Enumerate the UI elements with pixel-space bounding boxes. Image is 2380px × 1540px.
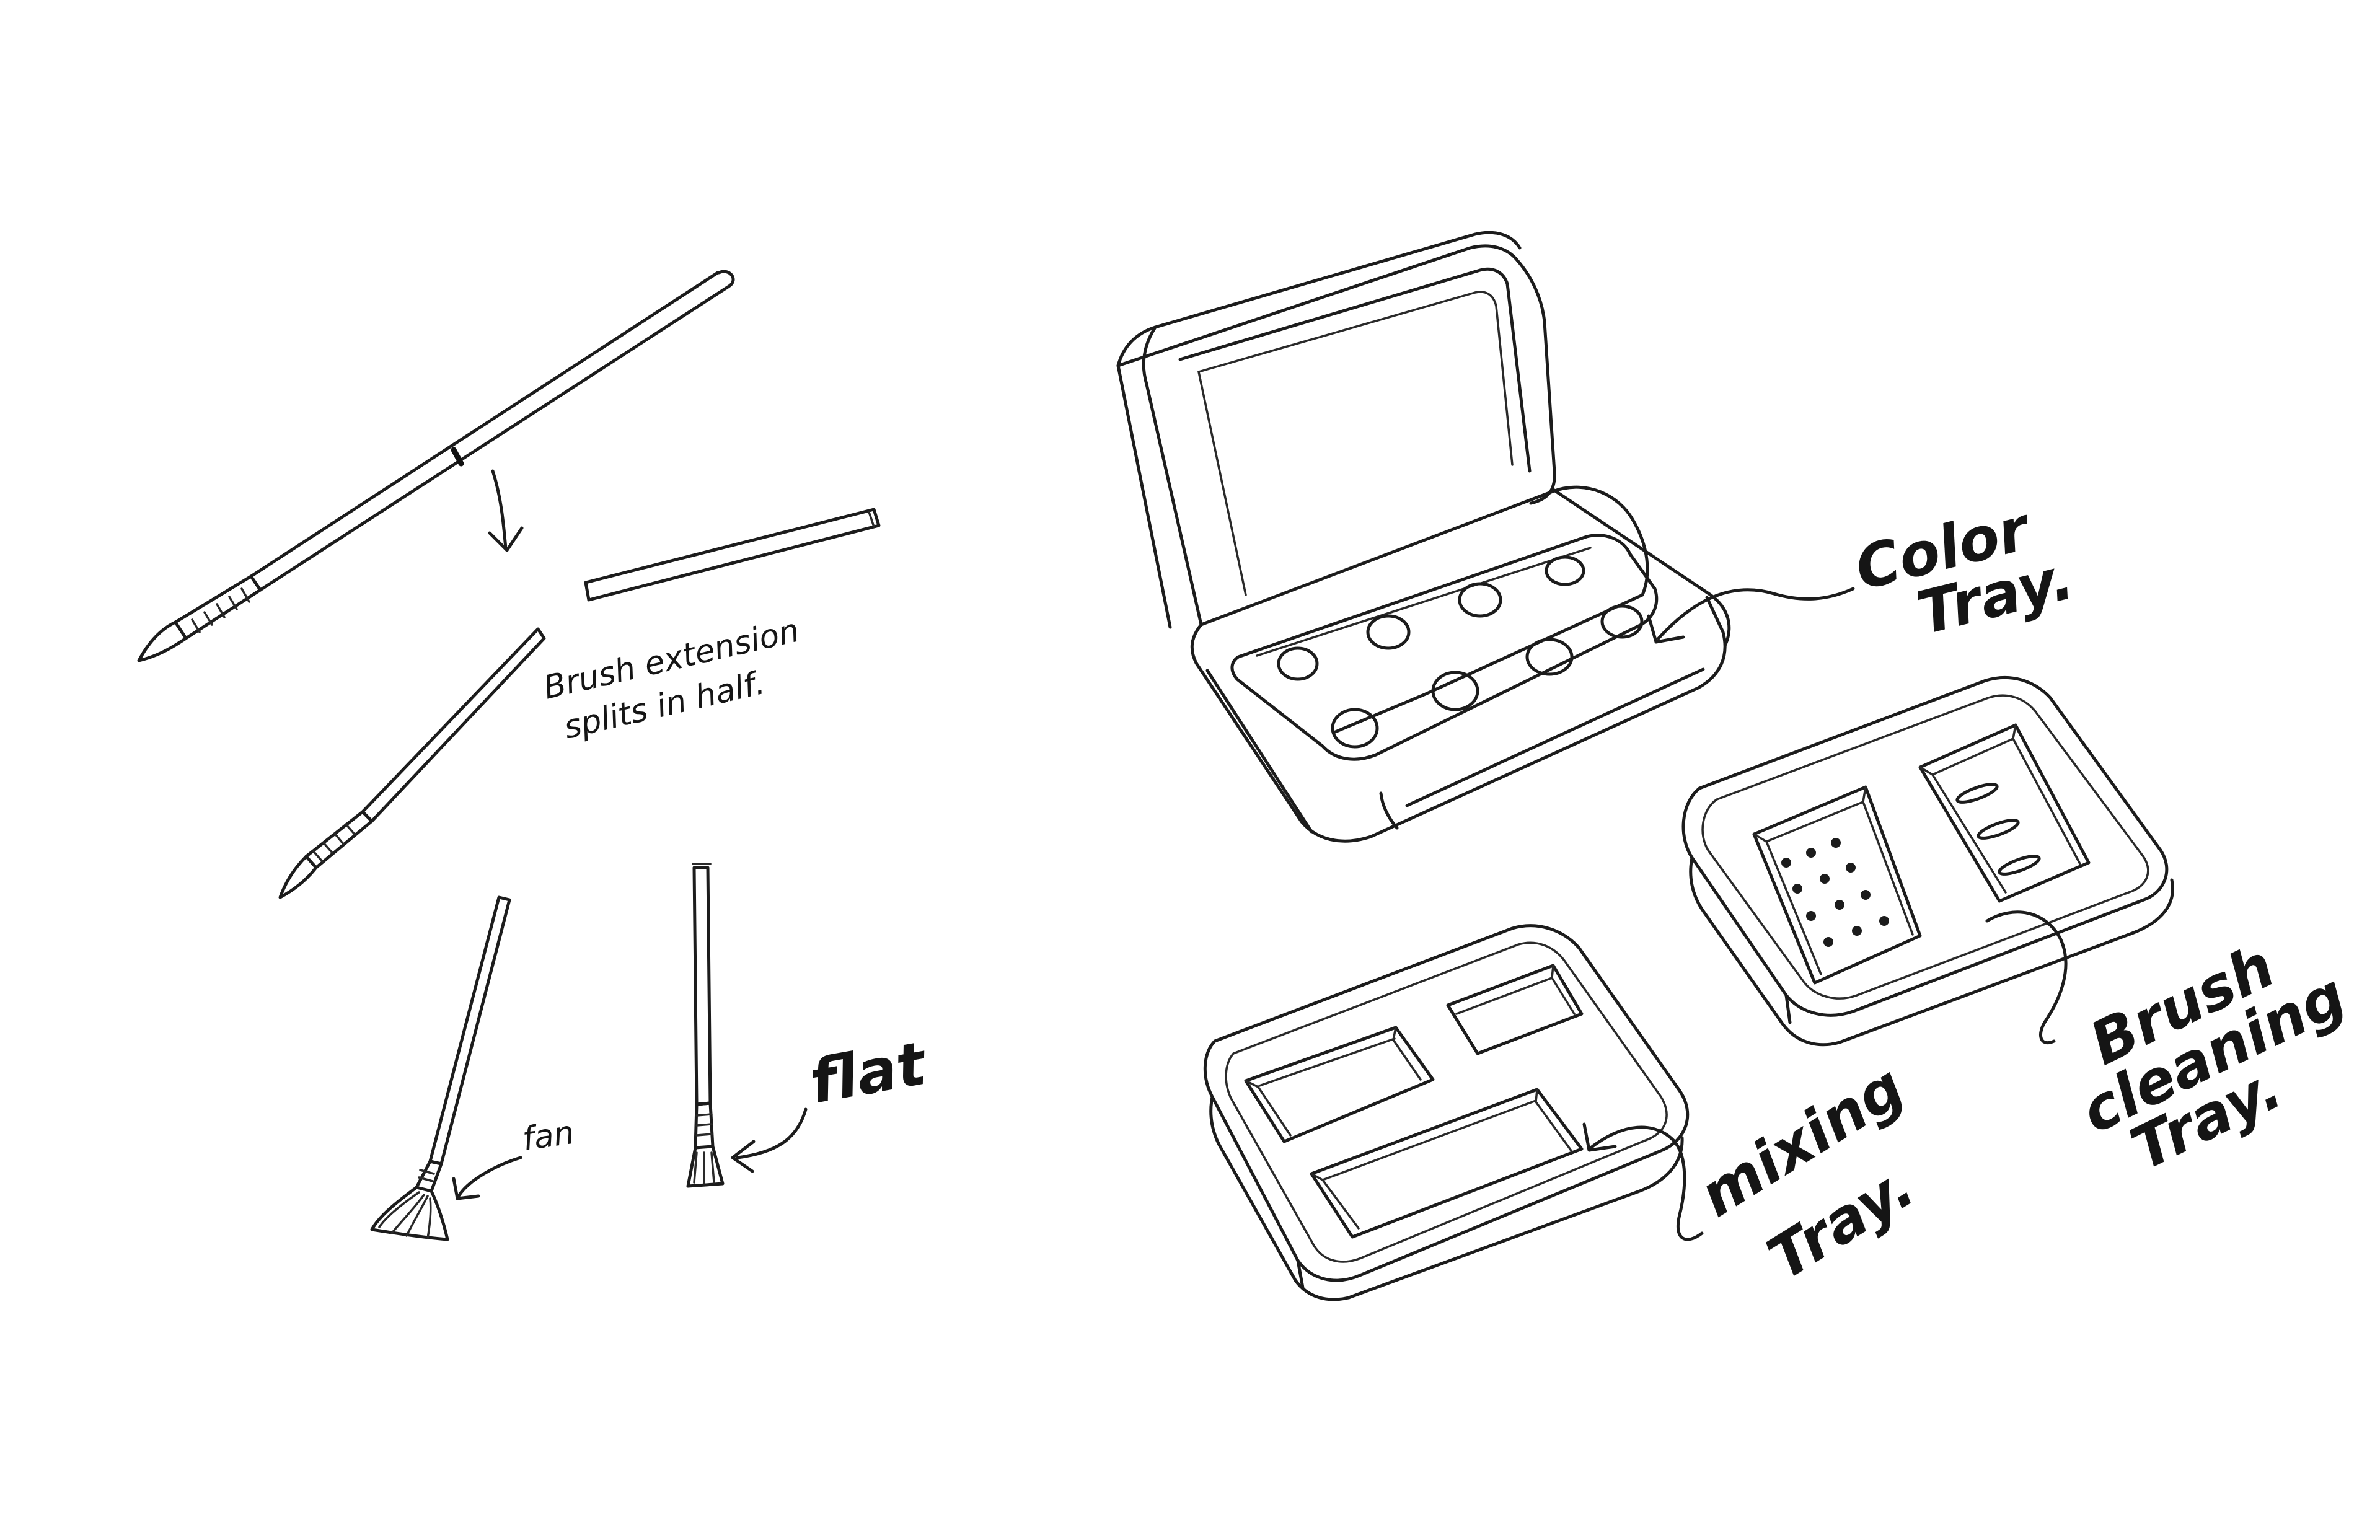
bristle-dot: [1831, 838, 1841, 848]
bristle-dot: [1806, 848, 1816, 858]
drain-slot: [1998, 855, 2041, 876]
color-well: [1545, 555, 1585, 586]
bristle-dot: [1835, 900, 1844, 910]
brush-cleaning-tray: [1681, 675, 2174, 1047]
color-well: [1458, 582, 1502, 618]
drain-slot: [1955, 783, 1999, 804]
bristle-dot: [1820, 874, 1830, 884]
mixing-tray: [1203, 924, 1704, 1301]
color-well: [1431, 671, 1479, 711]
brush-tip-piece: [278, 627, 546, 899]
long-brush: [137, 270, 735, 662]
bristle-dot: [1781, 858, 1791, 868]
bristle-dot: [1846, 863, 1856, 873]
bristle-dot: [1823, 937, 1833, 947]
flat-label: flat: [805, 1028, 933, 1117]
bristle-dot: [1861, 890, 1871, 900]
flat-brush: [686, 863, 808, 1188]
color-well: [1600, 604, 1644, 639]
bristle-dot: [1879, 916, 1889, 926]
color-tray-box: [1116, 231, 1855, 843]
fan-brush: [370, 895, 522, 1241]
bristle-dot: [1792, 884, 1802, 894]
bristle-dot: [1806, 911, 1816, 921]
color-well: [1277, 646, 1319, 681]
brush-extension-piece: [584, 508, 881, 602]
fan-label: fan: [520, 1114, 576, 1158]
split-arrow: [488, 469, 524, 552]
color-well: [1366, 614, 1411, 650]
bristle-dot: [1852, 926, 1862, 936]
drain-slot: [1977, 819, 2020, 840]
color-well: [1331, 708, 1379, 749]
color-well: [1525, 638, 1574, 676]
